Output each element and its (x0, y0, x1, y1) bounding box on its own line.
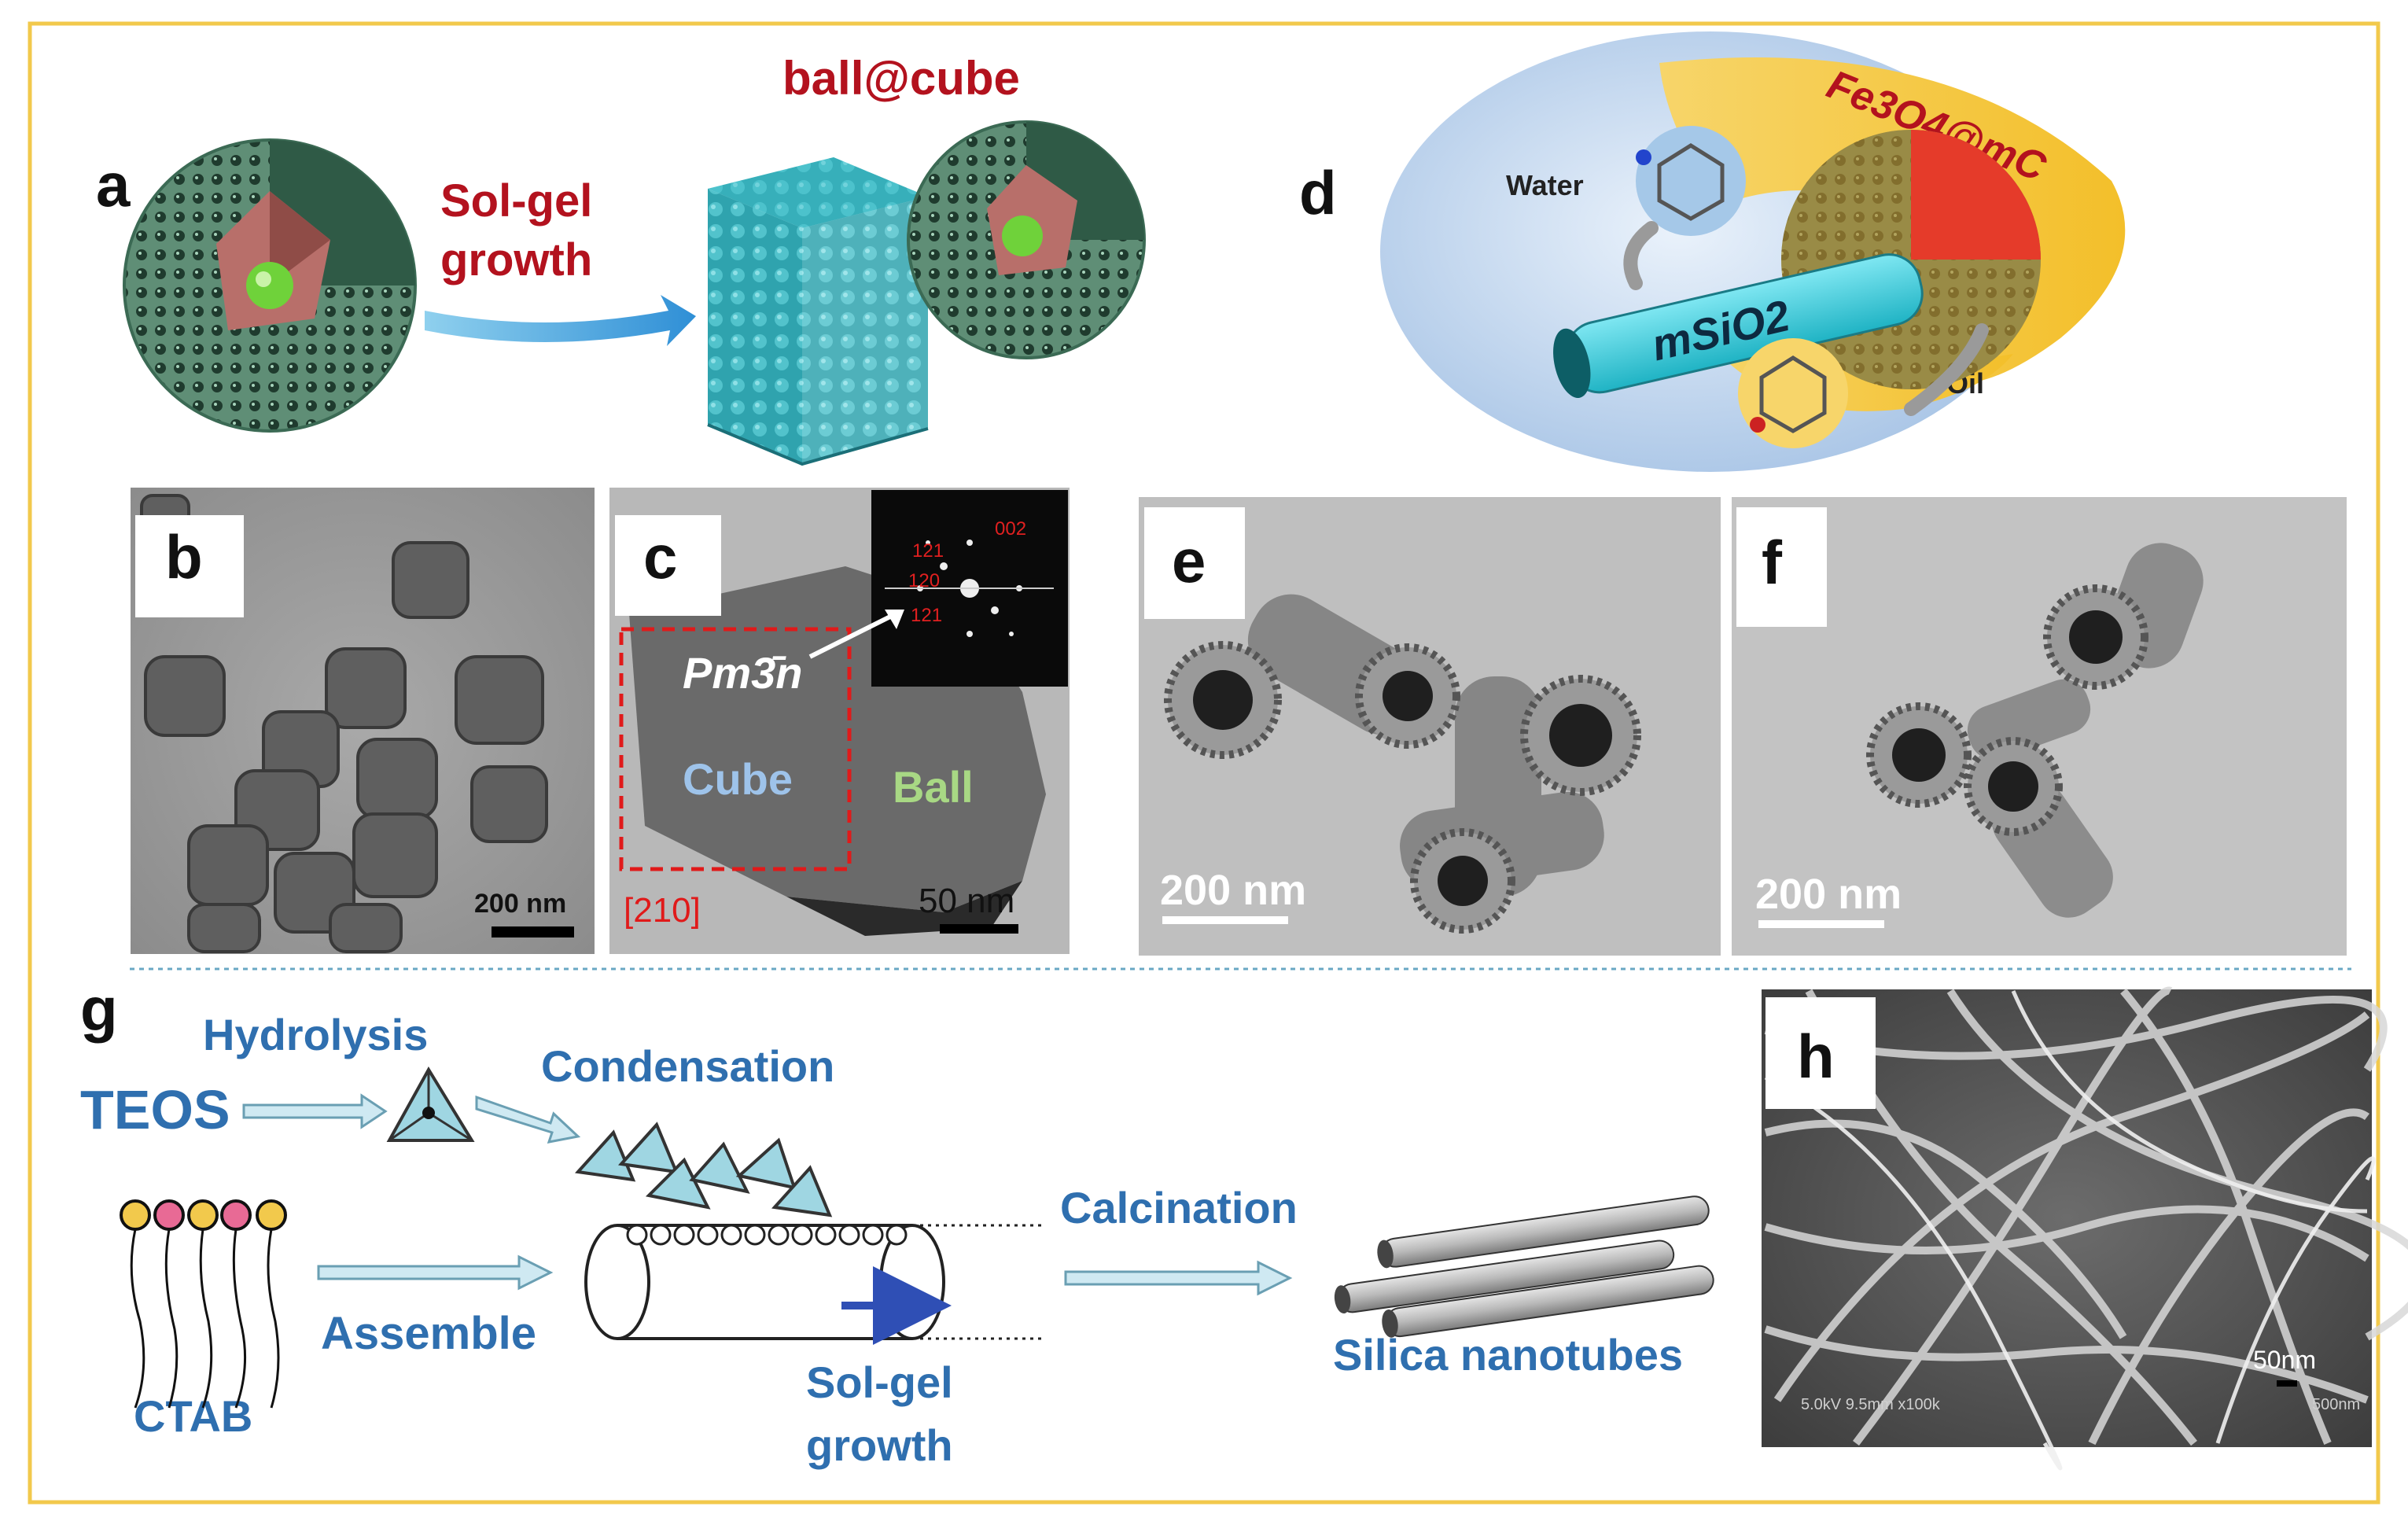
space-group-label: Pm3̄n (683, 648, 803, 698)
silica-nanotubes-illustration (1334, 1195, 1714, 1338)
fft-label-120: 120 (908, 570, 940, 591)
growth-label: growth (440, 234, 592, 285)
condensed-tetrahedra (575, 1122, 833, 1217)
yolk-particles-f (1866, 584, 2148, 836)
grey-arrow-right (1904, 323, 1989, 416)
cube-illustration (707, 157, 929, 466)
panel-e: e 200 nm (1139, 497, 1721, 956)
scale-bar-label-b: 200 nm (474, 889, 566, 919)
zone-axis-label: [210] (624, 891, 701, 930)
panel-label-a: a (96, 150, 131, 219)
condensation-label: Condensation (541, 1041, 834, 1091)
fft-pointer-arrow (808, 611, 898, 659)
panel-label-h: h (1797, 1022, 1835, 1091)
panel-label-d: d (1299, 158, 1337, 227)
panel-a: a Sol-gel growth ball@cube (96, 52, 1146, 466)
panel-g: g Hydrolysis TEOS Condensation Calcinati… (80, 974, 1714, 1470)
panel-label-e-box (1144, 507, 1245, 619)
yolk-particles-e (1164, 641, 1641, 934)
panel-label-f-box (1736, 507, 1827, 627)
panel-f: f 200 nm (1732, 497, 2347, 956)
fft-label-121-top: 121 (912, 540, 944, 562)
panel-label-b-box (135, 515, 244, 617)
grey-arrow-left (1623, 221, 1659, 290)
sem-mag-label: 500nm (2312, 1396, 2360, 1413)
nanotube-fibers (1764, 986, 2408, 1446)
water-label: Water (1506, 169, 1584, 201)
scale-bar-label-f: 200 nm (1755, 871, 1902, 918)
panel-label-h-box (1765, 997, 1876, 1109)
teos-label: TEOS (80, 1079, 230, 1140)
panel-d: d Water Oil Fe3O4@mC mSiO2 (1299, 31, 2126, 472)
scale-bar-e (1162, 916, 1288, 924)
attached-sphere-illustration (907, 120, 1146, 359)
panel-label-c-box (615, 515, 721, 616)
molecule-oil (1738, 338, 1848, 448)
panel-c: 002 121 120 121 c Pm3̄n Cube Ball [210] … (609, 488, 1070, 954)
ball-label: Ball (893, 762, 974, 812)
scale-bar-label-c: 50 nm (919, 882, 1014, 920)
sol-gel-label: Sol-gel (440, 175, 592, 227)
solgel-label-2: growth (806, 1420, 953, 1470)
sem-info-label: 5.0kV 9.5mm x100k (1801, 1396, 1941, 1413)
calcination-label: Calcination (1060, 1183, 1298, 1232)
fft-label-002: 002 (995, 518, 1026, 540)
scale-bar-f (1758, 920, 1884, 928)
scale-bar-c (940, 924, 1018, 934)
panel-label-g: g (80, 974, 118, 1044)
panel-label-e: e (1172, 526, 1206, 595)
cube-label: Cube (683, 754, 793, 804)
hydrolysis-label: Hydrolysis (203, 1010, 428, 1059)
molecule-water (1636, 126, 1746, 236)
ctab-label: CTAB (134, 1391, 252, 1441)
process-arrows (242, 1093, 1293, 1296)
fft-label-121-bottom: 121 (911, 605, 942, 626)
micelle-cylinder (584, 1224, 1046, 1345)
scale-bar-h (2277, 1380, 2297, 1387)
ball-at-cube-title: ball@cube (782, 52, 1020, 105)
panel-label-b: b (165, 522, 203, 591)
cube-particles (140, 494, 548, 953)
silica-nanotubes-label: Silica nanotubes (1333, 1330, 1683, 1379)
ctab-molecules (120, 1199, 287, 1409)
scale-bar-label-h: 50nm (2253, 1346, 2316, 1374)
panel-label-c: c (643, 522, 677, 591)
solgel-label-1: Sol-gel (806, 1357, 953, 1407)
mesoporous-sphere-illustration (123, 138, 417, 433)
panel-label-f: f (1762, 528, 1783, 597)
panel-h: h 50nm 5.0kV 9.5mm x100k 500nm (1762, 986, 2408, 1471)
dashed-cube-box (619, 627, 852, 871)
assemble-label: Assemble (321, 1308, 536, 1359)
panel-b: b 200 nm (131, 488, 595, 954)
scale-bar-b (492, 926, 574, 937)
sol-gel-arrow (425, 295, 696, 346)
scale-bar-label-e: 200 nm (1160, 867, 1306, 914)
teos-tetrahedron (386, 1066, 475, 1142)
